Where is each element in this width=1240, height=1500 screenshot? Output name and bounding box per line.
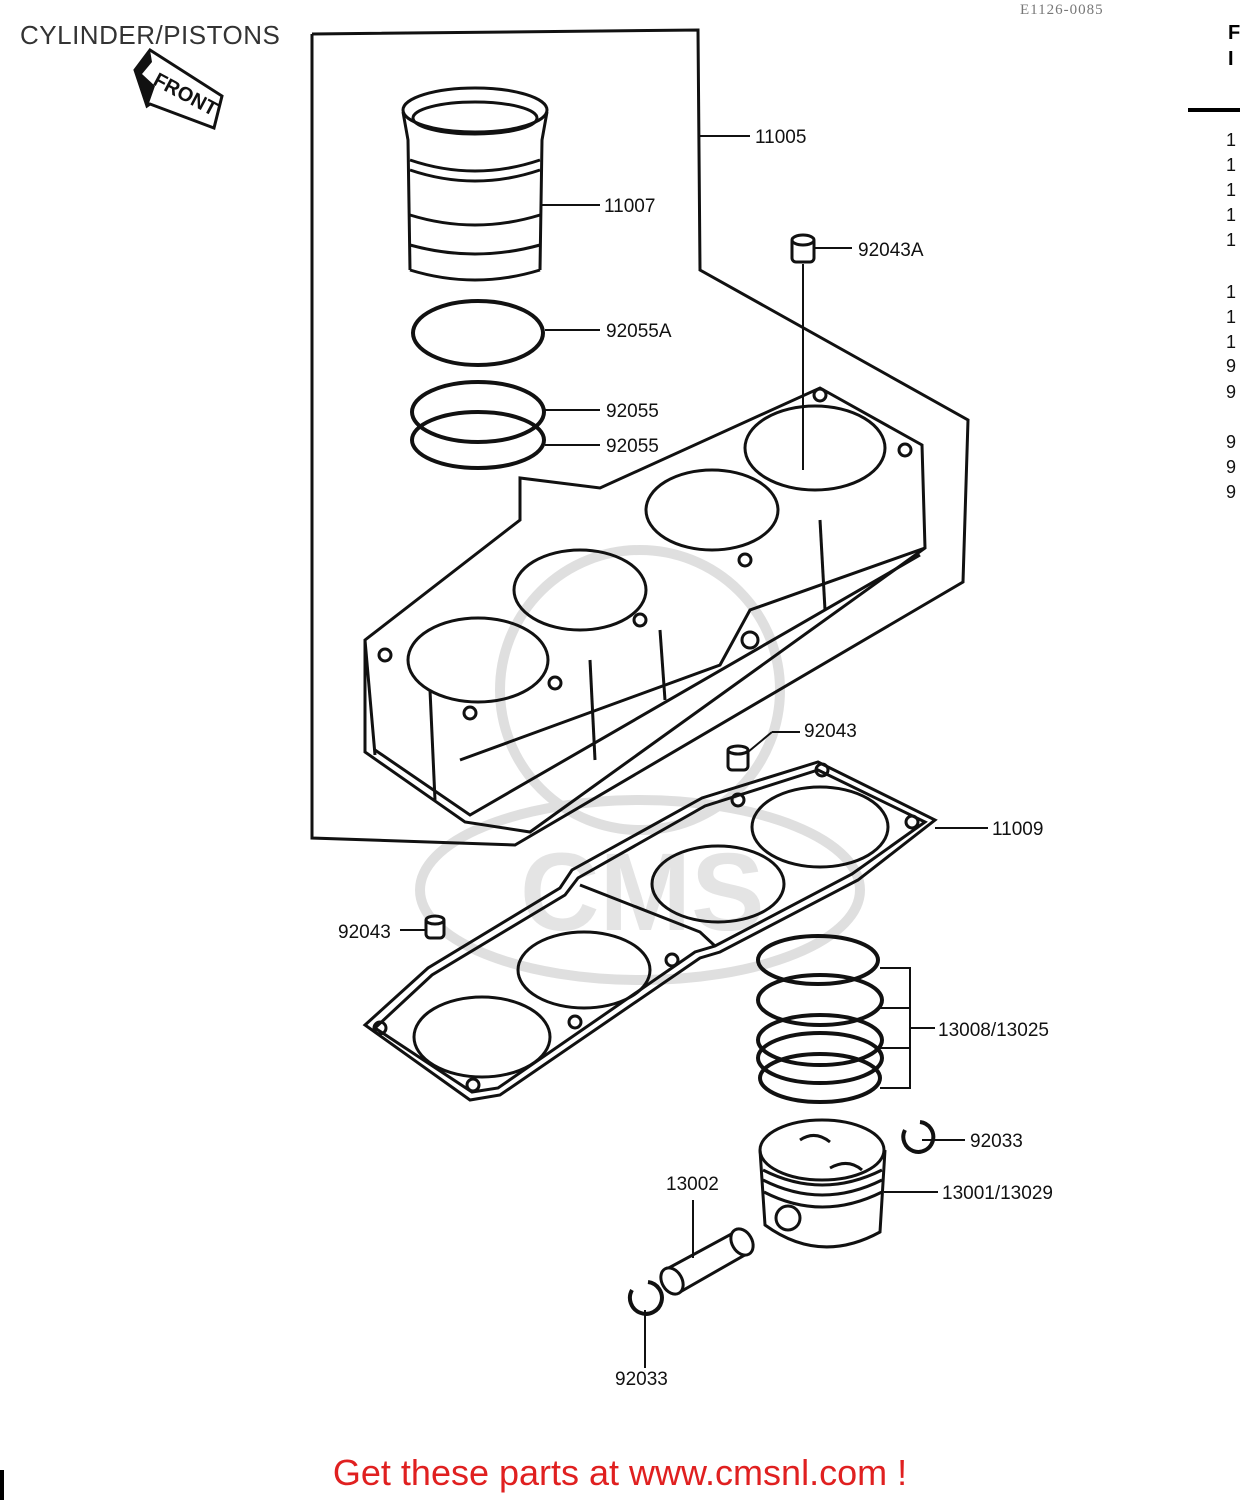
ring-bracket [880, 967, 935, 1089]
cutoff-header-letter: I [1228, 48, 1234, 70]
cylinder-sleeve [401, 86, 549, 282]
part-label: 11007 [604, 196, 655, 217]
cutoff-row-digit: 1 [1226, 307, 1237, 327]
part-label: 92055 [606, 401, 659, 422]
part-label: 92033 [970, 1131, 1023, 1152]
cutoff-row-digit: 9 [1226, 382, 1237, 402]
piston-pin-circlip [628, 1280, 664, 1316]
dowel-pin [790, 233, 816, 264]
part-label: 13008/13025 [938, 1020, 1049, 1041]
cutoff-rule [1188, 108, 1240, 112]
part-label: 92055 [606, 436, 659, 457]
cutoff-header-letter: F [1228, 22, 1240, 44]
cutoff-row-digit: 1 [1226, 230, 1237, 250]
cylinder-base-gasket [362, 760, 938, 1102]
cutoff-row-digit: 9 [1226, 356, 1237, 376]
diagram-ref-code: E1126-0085 [1020, 2, 1104, 18]
cutoff-row-digit: 9 [1226, 457, 1237, 477]
cutoff-row-digit: 1 [1226, 282, 1237, 302]
part-label: 92055A [606, 321, 672, 342]
part-label: 13001/13029 [942, 1183, 1053, 1204]
part-label: 13002 [666, 1174, 719, 1195]
cutoff-row-digit: 1 [1226, 332, 1237, 352]
part-label: 11005 [755, 127, 806, 148]
o-ring-pair [410, 380, 546, 470]
margin-mark [0, 1470, 4, 1500]
part-label: 92043 [804, 721, 857, 742]
cutoff-row-digit: 1 [1226, 130, 1237, 150]
front-direction-icon: FRONT [133, 47, 224, 130]
dowel-pin [726, 744, 750, 772]
assembly-outline [310, 28, 970, 847]
cutoff-row-digit: 1 [1226, 155, 1237, 175]
part-label: 92043 [338, 922, 391, 943]
piston-ring-set [756, 934, 884, 1104]
cutoff-row-digit: 1 [1226, 205, 1237, 225]
piston-pin-circlip [901, 1120, 936, 1154]
cylinder-block [363, 386, 927, 834]
buy-parts-link[interactable]: Get these parts at www.cmsnl.com ! [332, 1452, 908, 1493]
o-ring [411, 299, 545, 367]
part-label: 92043A [858, 240, 924, 261]
part-label: 92033 [615, 1369, 668, 1390]
piston [758, 1118, 887, 1249]
part-label: 11009 [992, 819, 1043, 840]
cutoff-row-digit: 9 [1226, 482, 1237, 502]
page-title: CYLINDER/PISTONS [20, 20, 281, 50]
cutoff-row-digit: 1 [1226, 180, 1237, 200]
piston-pin [659, 1227, 755, 1296]
cutoff-row-digit: 9 [1226, 432, 1237, 452]
leader-lines [400, 135, 988, 1368]
dowel-pin [424, 914, 446, 940]
